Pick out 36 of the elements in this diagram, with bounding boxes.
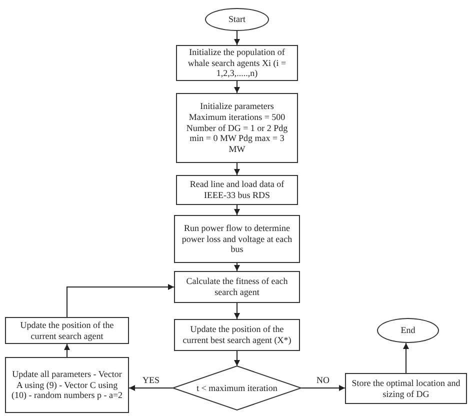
edge-label: NO [316,376,330,385]
process-box [174,319,300,351]
process-box [176,93,298,163]
arrow [234,80,240,94]
arrow [234,262,240,272]
arrow [66,284,174,318]
arrow [234,30,240,46]
arrow [64,344,70,358]
node-text: Update the position of the current best search agent (X*) [182,324,292,346]
node-text: Start [228,14,246,25]
node-text: Read line and load data of IEEE-33 bus RDS [188,179,286,201]
arrow [234,302,240,320]
arrow [234,350,240,366]
process-box [345,373,467,404]
process-box [176,45,298,81]
process-box [174,215,300,263]
node-text: Store the optimal location and sizing of DG [350,378,462,400]
node-text: Initialize parameters Maximum iterations = 500 Number of DG = 1 or 2 Pdg min = 0 MW Pdg max = 3 MW [185,101,289,155]
arrow [234,162,240,176]
arrow [300,385,346,391]
node-text: End [400,325,416,336]
node-text: Calculate the fitness of each search agent [185,276,289,298]
process-box [5,317,129,344]
process-box [176,175,298,205]
node-text: t < maximum iteration [196,382,278,394]
node-text: Initialize the population of whale search agents Xi (i = 1,2,3,.....,n) [186,46,288,80]
process-box [174,271,300,303]
arrow [128,385,174,391]
node-text: Update the position of the current search agent [19,320,115,342]
node-text: Update all parameters - Vector A using (9) - Vector C using (10) - random numbers p - a=2 [10,368,124,402]
edge-label: YES [142,376,160,385]
arrow [403,342,409,374]
process-box [5,357,129,413]
node-text: Run power flow to determine power loss and voltage at each bus [180,222,294,256]
decision-diamond [173,366,301,410]
arrow [234,204,240,216]
